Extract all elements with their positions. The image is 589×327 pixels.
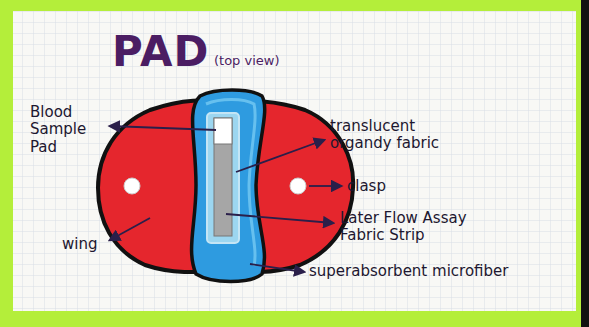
clasp-left — [124, 178, 140, 194]
leader-sample — [110, 126, 216, 130]
leader-strip — [226, 214, 333, 223]
sample-pad — [214, 118, 232, 144]
part-label: clasp — [347, 178, 386, 195]
leader-clasp — [309, 185, 341, 187]
leader-microfiber — [250, 264, 304, 272]
sheen — [206, 100, 255, 267]
part-label: wing — [62, 236, 97, 253]
leader-wing — [110, 218, 150, 240]
part-label: Blood Sample Pad — [30, 104, 102, 156]
part-label: Later Flow Assay Fabric Strip — [340, 210, 508, 245]
paper — [13, 11, 576, 311]
part-label: superabsorbent microfiber — [309, 263, 508, 280]
clasp-right — [290, 178, 306, 194]
organdy-fabric — [207, 113, 239, 243]
dark-edge — [581, 0, 589, 327]
grid — [13, 11, 576, 311]
title: PAD — [112, 28, 209, 76]
part-label: translucent organdy fabric — [330, 118, 480, 153]
flow-strip — [214, 118, 232, 236]
view-note: (top view) — [214, 54, 280, 69]
microfiber-core — [192, 90, 265, 282]
leader-organdy — [236, 140, 324, 172]
